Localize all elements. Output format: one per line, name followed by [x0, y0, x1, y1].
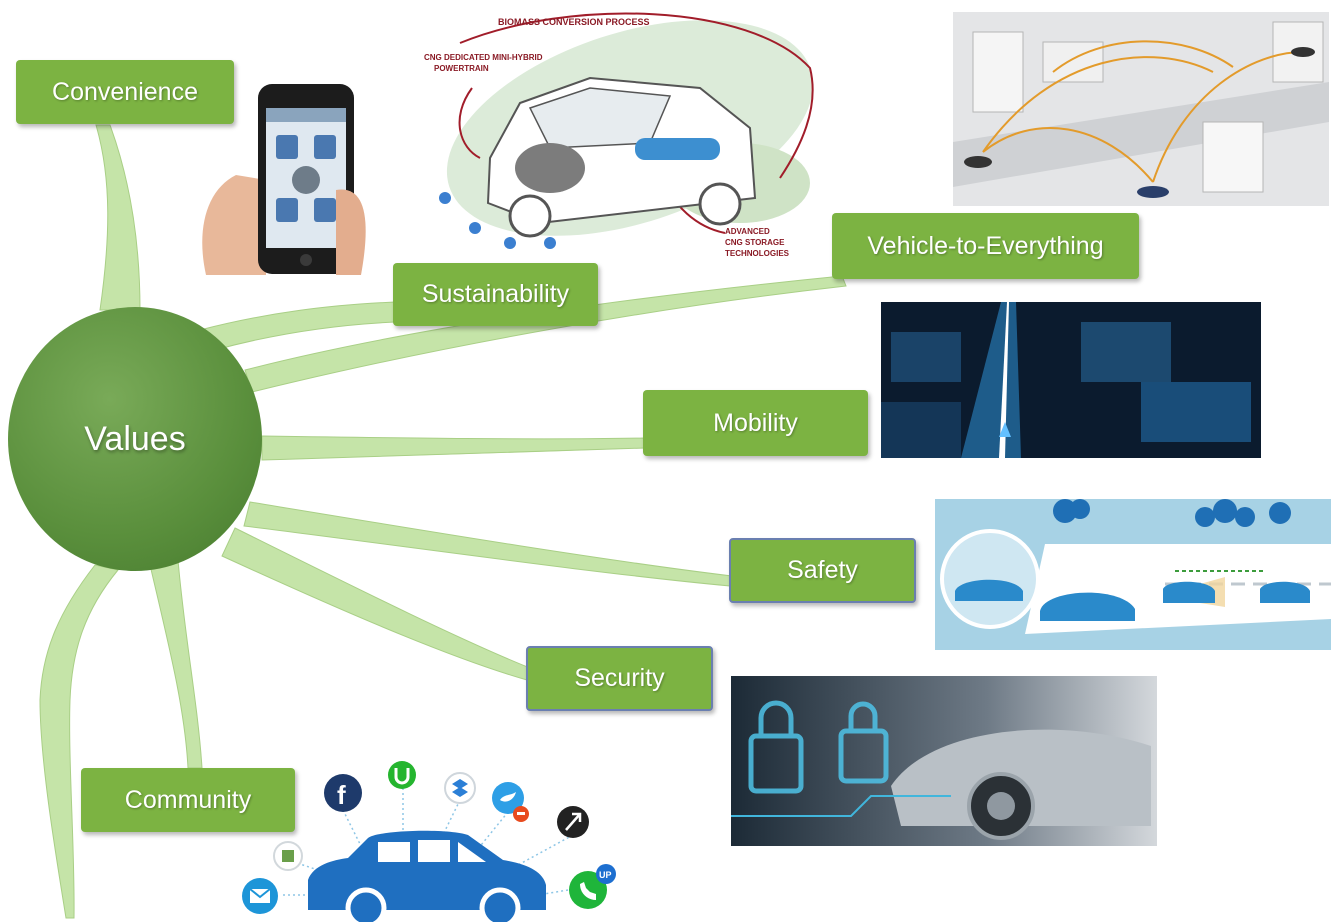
value-box-mobility: Mobility — [643, 390, 868, 456]
safety-art — [935, 499, 1331, 650]
value-label-community: Community — [124, 785, 252, 814]
facebook-icon: f — [324, 774, 362, 812]
safety-picture — [935, 499, 1331, 650]
car-left-label-2: POWERTRAIN — [434, 64, 489, 73]
value-box-v2x: Vehicle-to-Everything — [832, 213, 1139, 279]
branch-v2x — [244, 275, 847, 393]
value-box-sustainability: Sustainability — [393, 263, 598, 326]
mobility-road-art — [881, 302, 1261, 458]
smartphone-picture — [196, 80, 371, 275]
values-hub: Values — [8, 307, 262, 571]
mail-icon — [242, 878, 278, 914]
value-label-mobility: Mobility — [713, 408, 798, 437]
car-right-label-2: CNG STORAGE — [725, 238, 785, 247]
dropbox-icon — [444, 772, 476, 804]
v2x-city-picture — [953, 12, 1329, 206]
car-right-label-1: ADVANCED — [725, 227, 770, 236]
branch-lower — [39, 564, 119, 919]
value-label-safety: Safety — [787, 556, 858, 584]
twitter-icon — [492, 782, 529, 822]
value-label-convenience: Convenience — [52, 77, 198, 106]
car-left-label-1: CNG DEDICATED MINI-HYBRID — [424, 53, 543, 62]
car-right-label-3: TECHNOLOGIES — [725, 249, 790, 258]
evernote-icon — [273, 841, 303, 871]
value-box-convenience: Convenience — [16, 60, 234, 124]
community-picture: f — [238, 760, 623, 922]
value-box-security: Security — [526, 646, 713, 711]
community-art: f — [242, 761, 616, 922]
car-figure-art: BIOMASS CONVERSION PROCESS CNG DEDICATED… — [424, 12, 814, 258]
value-label-sustainability: Sustainability — [421, 280, 570, 308]
mobility-picture — [881, 302, 1261, 458]
security-art — [731, 676, 1157, 846]
value-label-v2x: Vehicle-to-Everything — [867, 231, 1104, 260]
facebook-glyph: f — [337, 780, 346, 810]
security-picture — [731, 676, 1157, 846]
value-box-safety: Safety — [729, 538, 916, 603]
phone-icon: UP — [569, 864, 616, 909]
branch-mobility — [261, 435, 646, 461]
value-box-community: Community — [81, 768, 295, 832]
branch-community — [149, 559, 203, 769]
cng-car-picture: BIOMASS CONVERSION PROCESS CNG DEDICATED… — [420, 8, 820, 270]
car-top-label: BIOMASS CONVERSION PROCESS — [498, 17, 650, 27]
magnet-icon — [388, 761, 416, 789]
branch-convenience — [95, 124, 141, 311]
value-label-security: Security — [574, 664, 665, 692]
nav-arrow-icon — [557, 806, 589, 838]
values-hub-label: Values — [84, 419, 186, 458]
v2x-city-art — [953, 12, 1329, 206]
upcall-badge-text: UP — [599, 870, 612, 880]
smartphone-icon — [202, 84, 366, 275]
